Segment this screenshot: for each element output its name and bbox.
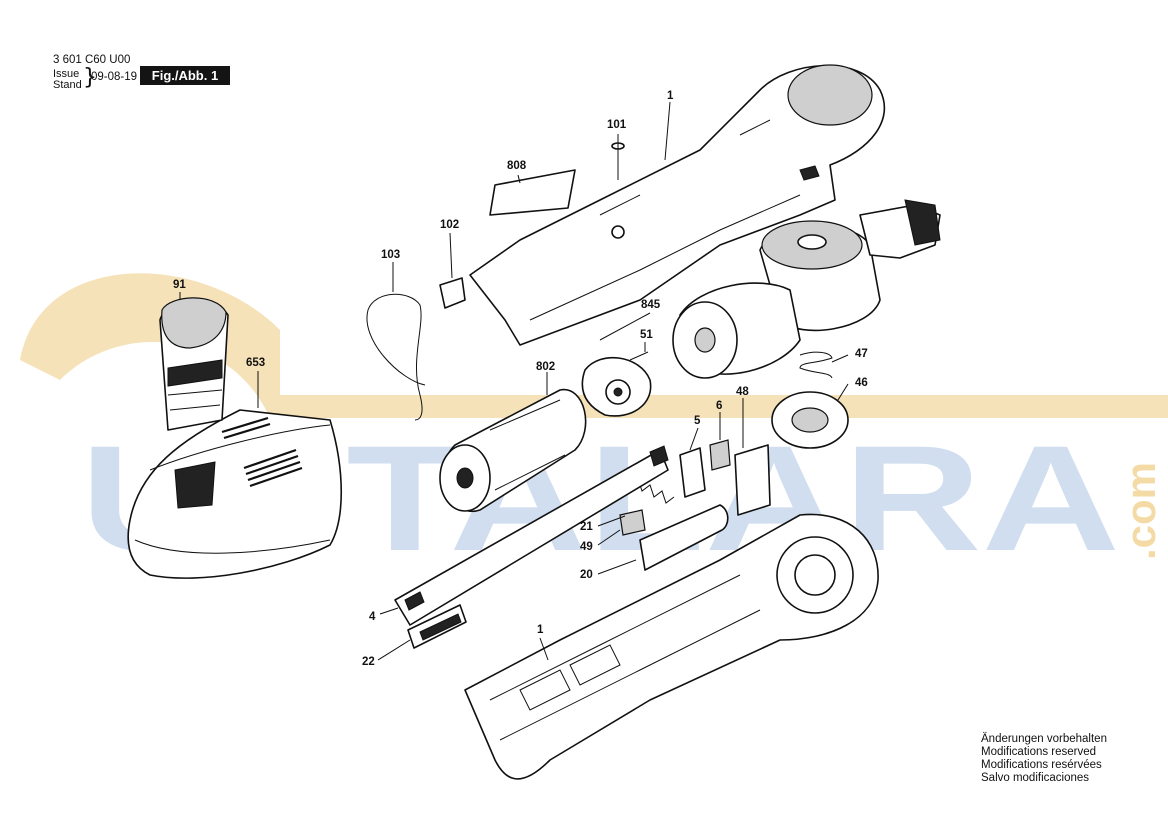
electronic-board-4	[394, 445, 669, 649]
figure-label: Fig./Abb. 1	[140, 66, 230, 85]
note-line-3: Modifications resérvées	[981, 759, 1102, 771]
gear-46	[771, 391, 849, 449]
motor-holder-845	[672, 282, 801, 379]
callout-845: 845	[641, 299, 661, 311]
watermark-suffix: .com	[1117, 462, 1164, 560]
part-number: 3 601 C60 U00	[53, 54, 131, 66]
callout-21: 21	[580, 521, 593, 533]
note-line-4: Salvo modificaciones	[981, 772, 1090, 784]
spring-49	[619, 478, 675, 536]
callout-91: 91	[173, 279, 186, 291]
note-line-2: Modifications reserved	[981, 746, 1097, 758]
clip-102	[439, 277, 466, 309]
callout-4: 4	[369, 611, 376, 623]
watermark-swoosh	[20, 273, 1168, 418]
label-808	[489, 169, 576, 216]
charger-653	[127, 409, 343, 579]
lower-housing-1	[464, 513, 879, 780]
callout-101: 101	[607, 119, 627, 131]
screw-51	[629, 351, 649, 361]
callout-5: 5	[694, 415, 701, 427]
callout-1-top: 1	[667, 90, 674, 102]
callout-102: 102	[440, 219, 459, 231]
spring-47	[799, 351, 833, 379]
callout-20: 20	[580, 569, 593, 581]
callout-6: 6	[716, 400, 722, 412]
callout-103: 103	[381, 249, 400, 261]
callout-47: 47	[855, 348, 868, 360]
callout-51: 51	[640, 329, 653, 341]
wire-clip-103	[366, 293, 426, 421]
callout-808: 808	[507, 160, 527, 172]
callout-48: 48	[736, 386, 749, 398]
issue-label: Issue	[53, 68, 80, 80]
leader-lines	[179, 101, 849, 661]
callout-22: 22	[362, 656, 375, 668]
issue-date: 09-08-19	[91, 71, 138, 83]
callout-49: 49	[580, 541, 593, 553]
battery-91	[159, 297, 229, 431]
callout-653: 653	[246, 357, 265, 369]
bearing-plate	[581, 356, 652, 417]
note-line-1: Änderungen vorbehalten	[981, 733, 1107, 745]
stand-label: Stand	[53, 79, 82, 91]
upper-housing-1	[469, 64, 886, 346]
switch-parts	[639, 439, 771, 571]
motor-802	[439, 389, 587, 513]
callout-1-bottom: 1	[537, 624, 544, 636]
callout-46: 46	[855, 377, 868, 389]
brace-glyph: }	[83, 65, 97, 90]
callout-802: 802	[536, 361, 555, 373]
